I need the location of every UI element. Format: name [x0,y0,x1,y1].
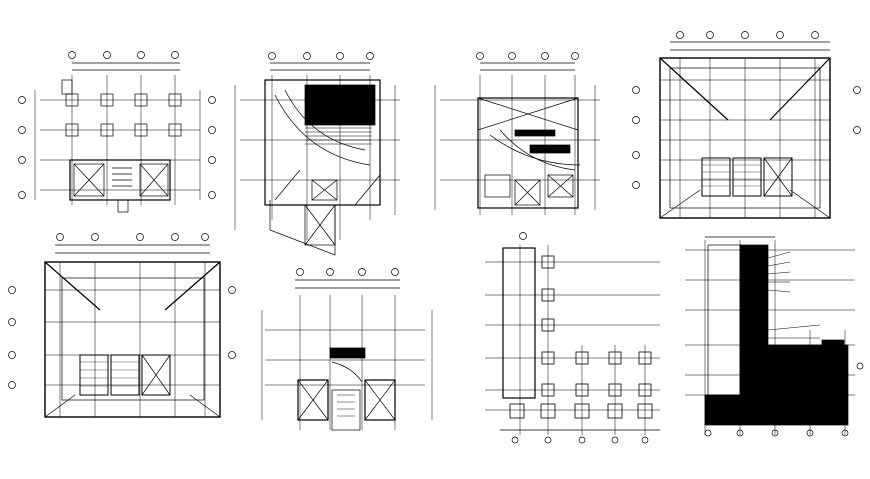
grid-bubble [771,429,779,437]
grid-bubble [201,233,209,241]
grid-bubble [578,436,586,444]
grid-bubble [18,191,26,199]
grid-bubble [641,436,649,444]
grid-bubble [18,126,26,134]
grid-bubble [776,31,784,39]
grid-bubble [208,156,216,164]
grid-bubble [541,52,549,60]
grid-bubble [841,429,849,437]
grid-bubble [103,51,111,59]
grid-bubble [303,52,311,60]
grid-bubble [8,351,16,359]
grid-bubble [519,232,527,240]
grid-bubble [391,268,399,276]
grid-bubble [571,52,579,60]
grid-bubble [137,51,145,59]
grid-bubble [856,362,864,370]
grid-bubble [806,429,814,437]
grid-bubble [56,233,64,241]
grid-bubble [508,52,516,60]
grid-bubble [358,268,366,276]
grid-bubble [296,268,304,276]
first-floor-stair-plan [434,52,600,215]
grid-bubble [676,31,684,39]
grid-bubble [632,86,640,94]
grid-bubble [268,52,276,60]
grid-bubble [8,286,16,294]
grid-bubble [228,351,236,359]
roof-framing-plan-2 [8,233,236,418]
grid-bubble [511,436,519,444]
grid-bubble [208,96,216,104]
grid-bubble [704,429,712,437]
foundation-plan [18,51,216,213]
l-shaped-column-layout [485,232,660,444]
grid-bubble [853,126,861,134]
grid-bubble [8,318,16,326]
grid-bubble [208,191,216,199]
grid-bubble [741,31,749,39]
roof-framing-plan-1 [632,31,861,219]
grid-bubble [18,156,26,164]
l-shaped-section [685,236,864,437]
upper-floor-plan [261,268,433,431]
grid-bubble [336,52,344,60]
grid-bubble [326,268,334,276]
grid-bubble [136,233,144,241]
grid-bubble [476,52,484,60]
grid-bubble [632,181,640,189]
grid-bubble [706,31,714,39]
grid-bubble [8,381,16,389]
grid-bubble [632,151,640,159]
grid-bubble [632,116,640,124]
grid-bubble [736,429,744,437]
grid-bubble [544,436,552,444]
grid-bubble [68,51,76,59]
grid-bubble [91,233,99,241]
grid-bubble [853,86,861,94]
grid-bubble [611,436,619,444]
grid-bubble [171,233,179,241]
grid-bubble [208,126,216,134]
grid-bubble [228,286,236,294]
grid-bubble [811,31,819,39]
grid-bubble [171,51,179,59]
grid-bubble [366,52,374,60]
grid-bubble [18,96,26,104]
ground-floor-stair-plan [234,52,400,256]
